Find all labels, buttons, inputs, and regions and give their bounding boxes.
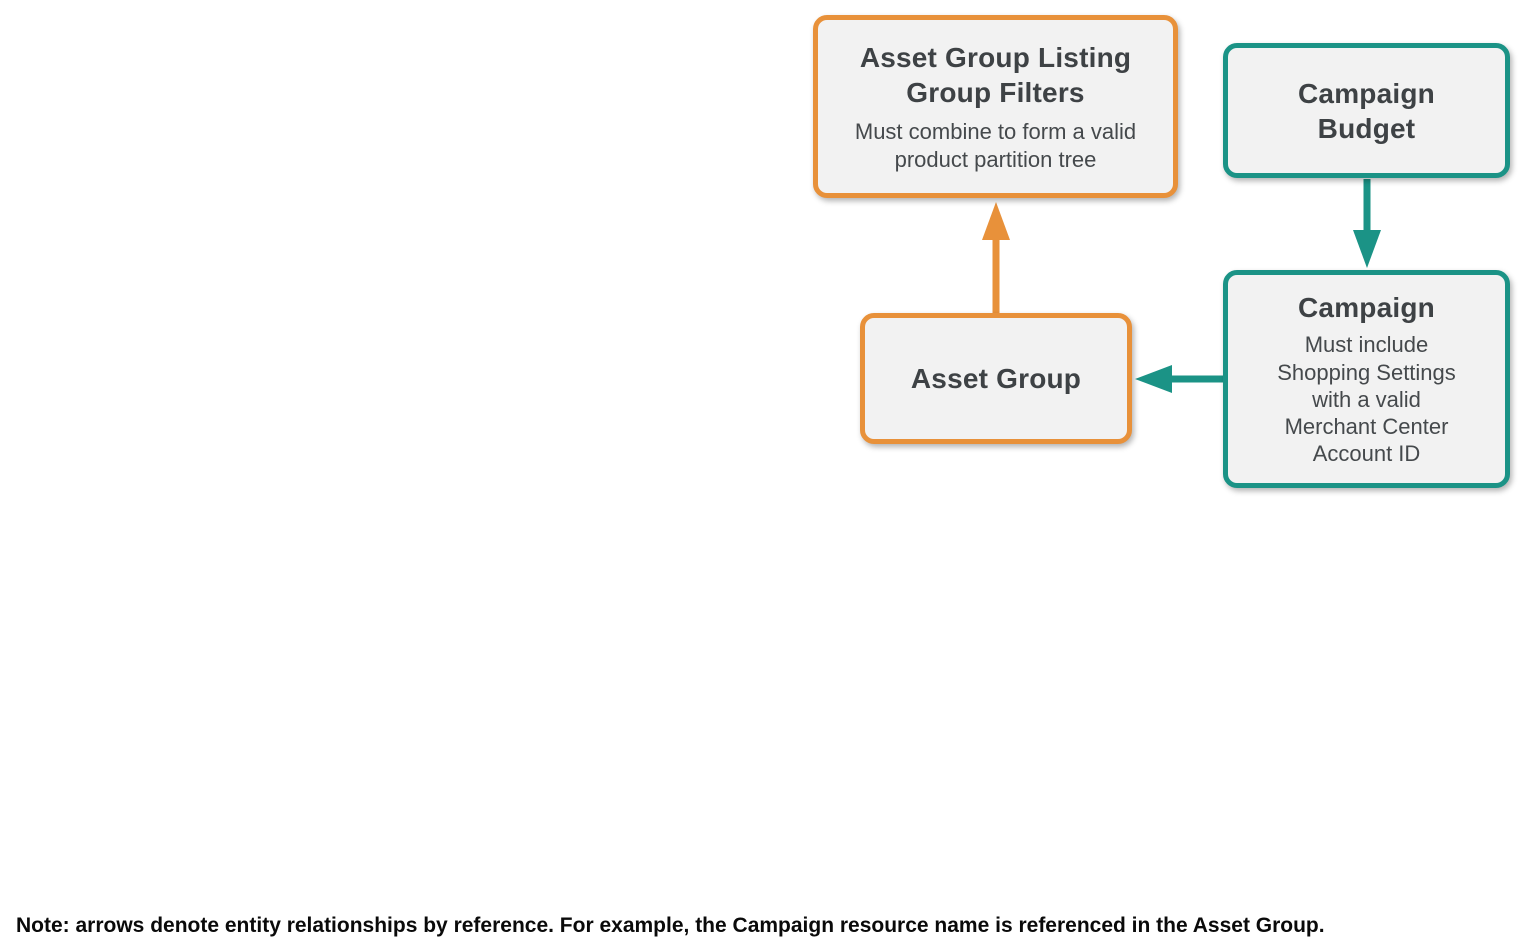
- footnote: Note: arrows denote entity relationships…: [16, 914, 1325, 937]
- arrow-campaign-budget-to-campaign: [1353, 179, 1381, 268]
- node-subtitle: Must combine to form a valid product par…: [854, 119, 1137, 172]
- arrow-campaign-to-asset-group: [1135, 365, 1224, 393]
- node-title: Campaign: [1298, 292, 1435, 324]
- node-campaign-budget: Campaign Budget: [1223, 43, 1510, 178]
- node-title: Asset Group: [910, 363, 1082, 394]
- node-subtitle: Must include Shopping Settings with a va…: [1277, 332, 1456, 467]
- node-title: Asset Group Listing Group Filters: [859, 42, 1132, 109]
- node-asset-group: Asset Group: [860, 313, 1132, 444]
- arrow-asset-group-to-listing-filters: [982, 202, 1010, 314]
- node-asset-group-listing-group-filters: Asset Group Listing Group Filters Must c…: [813, 15, 1178, 198]
- node-title: Campaign Budget: [1298, 77, 1435, 144]
- node-campaign: Campaign Must include Shopping Settings …: [1223, 270, 1510, 488]
